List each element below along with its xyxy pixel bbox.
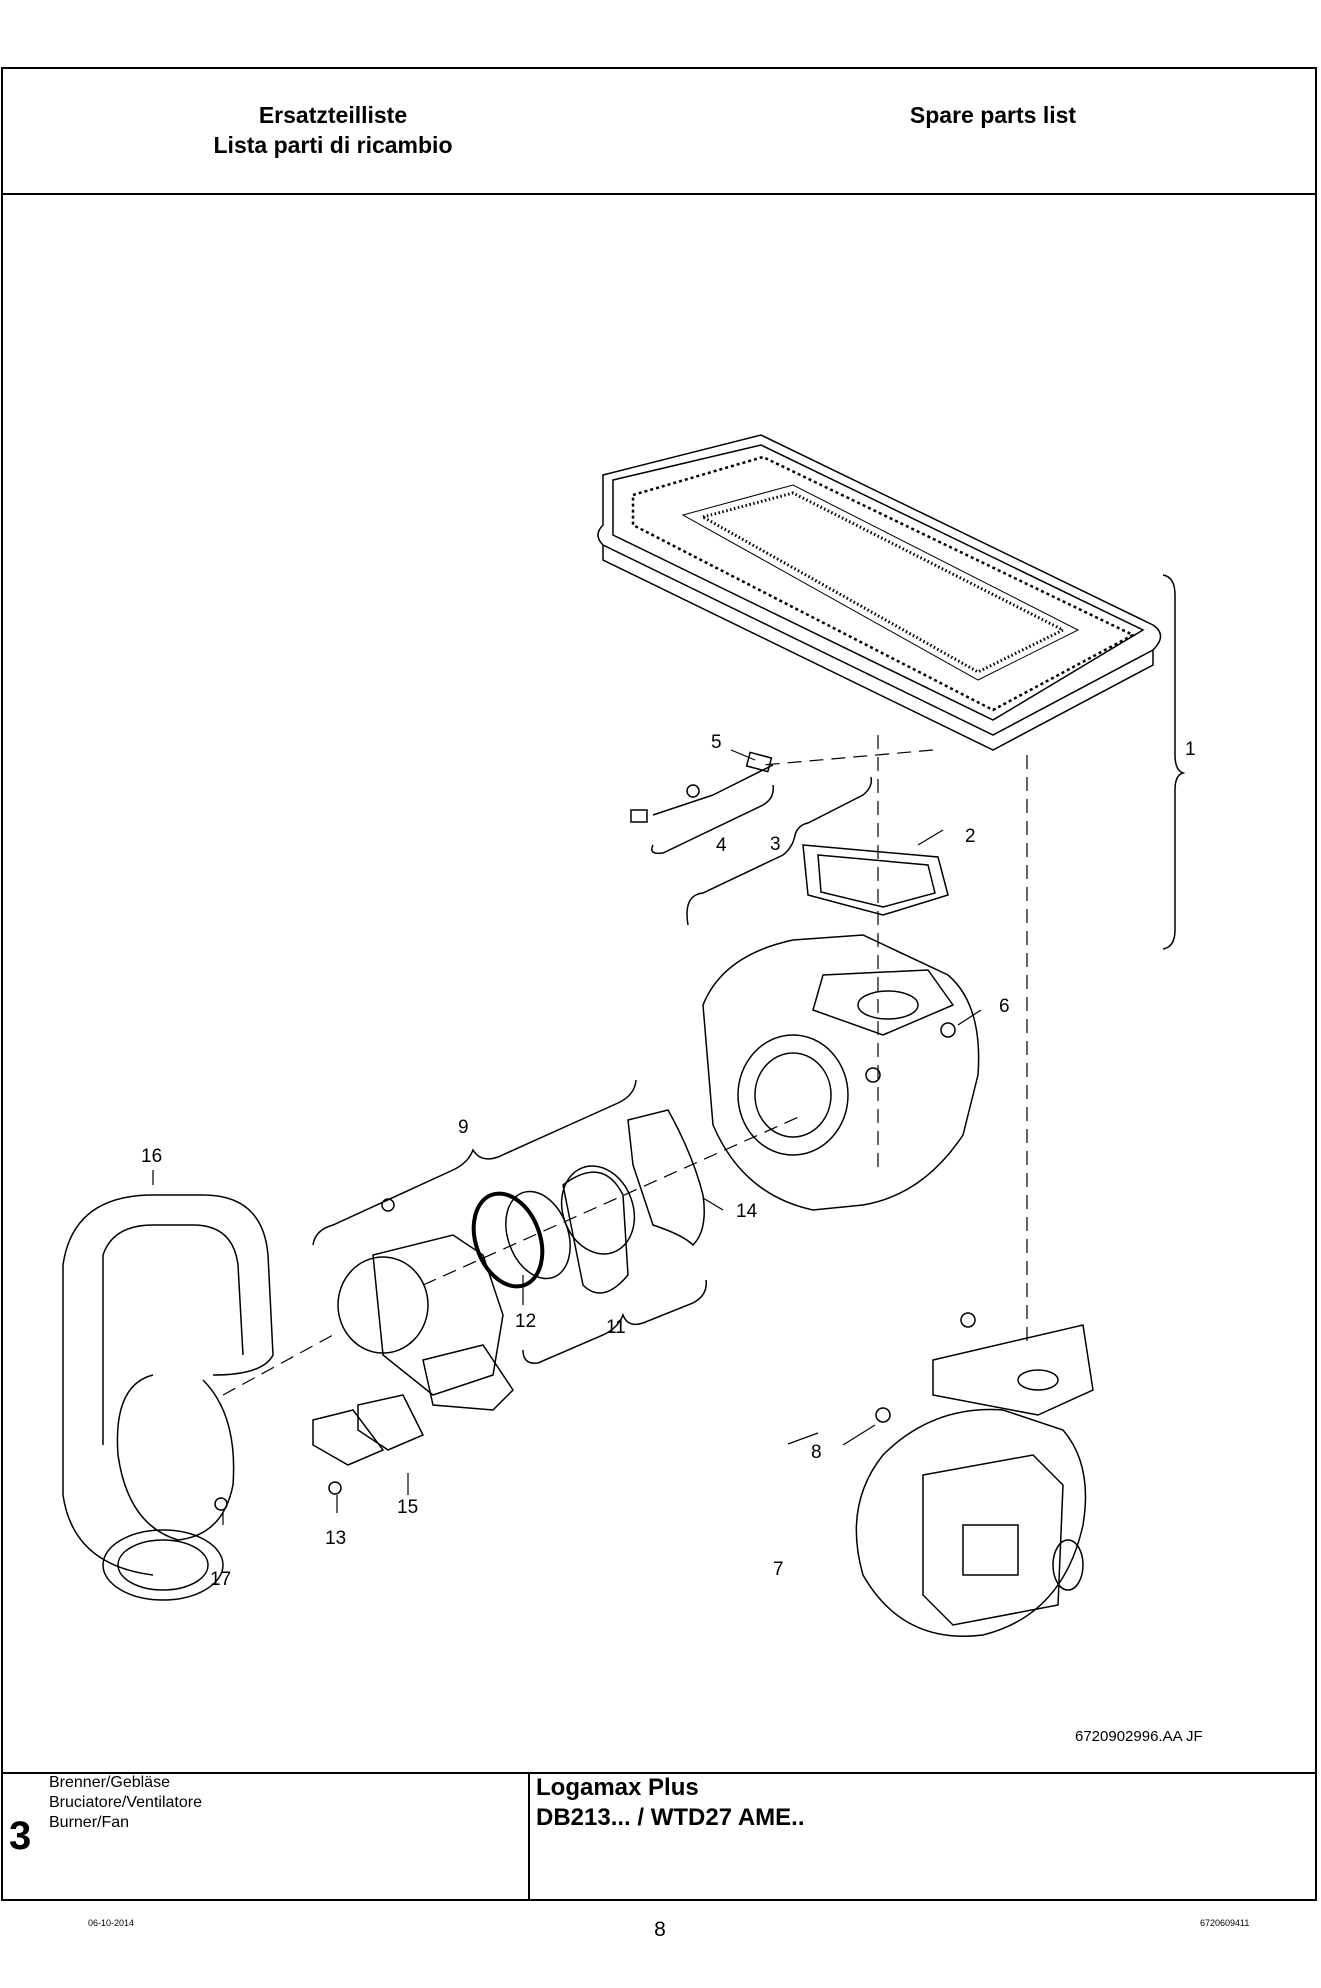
product-line: Logamax Plus bbox=[536, 1774, 699, 1801]
gasket-part-14 bbox=[312, 1409, 385, 1466]
title-de: Ersatzteilliste bbox=[258, 102, 408, 128]
footer-divider bbox=[3, 1772, 1315, 1774]
venturi-part-9 bbox=[337, 1198, 514, 1411]
section-name-en: Burner/Fan bbox=[49, 1814, 130, 1831]
bracket-1 bbox=[1162, 574, 1186, 950]
screw-part-14 bbox=[328, 1481, 342, 1495]
callout-6: 6 bbox=[999, 996, 1010, 1017]
product-models: DB213... / WTD27 AME.. bbox=[536, 1804, 805, 1831]
callout-12: 12 bbox=[515, 1311, 536, 1332]
flue-part-16 bbox=[62, 1194, 274, 1601]
fan-housing bbox=[702, 934, 980, 1211]
screw-part-17 bbox=[214, 1497, 228, 1511]
callout-15: 15 bbox=[397, 1497, 418, 1518]
document-number: 6720609411 bbox=[1200, 1918, 1250, 1928]
callout-3: 3 bbox=[770, 834, 781, 855]
bracket-9 bbox=[312, 1079, 637, 1246]
bracket-11 bbox=[522, 1279, 707, 1364]
callout-13: 14 bbox=[736, 1201, 758, 1222]
callout-7: 7 bbox=[773, 1559, 784, 1580]
callout-11: 11 bbox=[606, 1317, 626, 1338]
section-names: Brenner/Gebläse Bruciatore/Ventilatore B… bbox=[49, 1773, 202, 1833]
o-ring-part-12 bbox=[471, 1191, 545, 1289]
gas-valve-part-7 bbox=[855, 1324, 1094, 1637]
screw-part-8 bbox=[875, 1312, 976, 1423]
callout-5: 5 bbox=[711, 732, 722, 753]
drawing-reference: 6720902996.AA JF bbox=[1075, 1728, 1203, 1745]
callout-8: 8 bbox=[811, 1442, 822, 1463]
page-frame: Ersatzteilliste Lista parti di ricambio … bbox=[1, 67, 1317, 1901]
electrode-part-4 bbox=[630, 751, 775, 855]
product-info: Logamax Plus DB213... / WTD27 AME.. bbox=[536, 1773, 805, 1833]
header-divider bbox=[3, 193, 1315, 195]
callout-1: 1 bbox=[1185, 739, 1196, 760]
exploded-view-drawing: 5 4 3 2 1 6 9 16 14 12 11 8 15 13 7 17 6… bbox=[3, 195, 1315, 1772]
callout-9: 9 bbox=[458, 1117, 469, 1138]
title-it: Lista parti di ricambio bbox=[213, 132, 453, 158]
section-number: 3 bbox=[9, 1814, 32, 1858]
page-number: 8 bbox=[654, 1918, 666, 1941]
footer-vertical-divider bbox=[528, 1772, 530, 1899]
bracket-3 bbox=[686, 776, 873, 926]
header-title-de-it: Ersatzteilliste Lista parti di ricambio bbox=[133, 100, 533, 160]
burner-tray bbox=[597, 434, 1162, 751]
print-date: 06-10-2014 bbox=[88, 1918, 135, 1928]
section-name-de: Brenner/Gebläse bbox=[49, 1774, 170, 1791]
callout-17: 17 bbox=[210, 1569, 231, 1590]
assembly-lines bbox=[222, 735, 1028, 1396]
plate-part-13 bbox=[627, 1109, 705, 1247]
callout-4: 4 bbox=[716, 835, 727, 856]
section-name-it: Bruciatore/Ventilatore bbox=[49, 1794, 202, 1811]
gasket-part-15 bbox=[357, 1394, 425, 1451]
gasket-part-2 bbox=[802, 844, 949, 916]
leader-lines bbox=[152, 749, 982, 1525]
callout-16: 16 bbox=[141, 1146, 162, 1167]
title-en: Spare parts list bbox=[909, 102, 1077, 128]
callout-14: 13 bbox=[325, 1528, 346, 1549]
impeller-part-11 bbox=[505, 1165, 636, 1294]
callout-2: 2 bbox=[965, 826, 976, 847]
